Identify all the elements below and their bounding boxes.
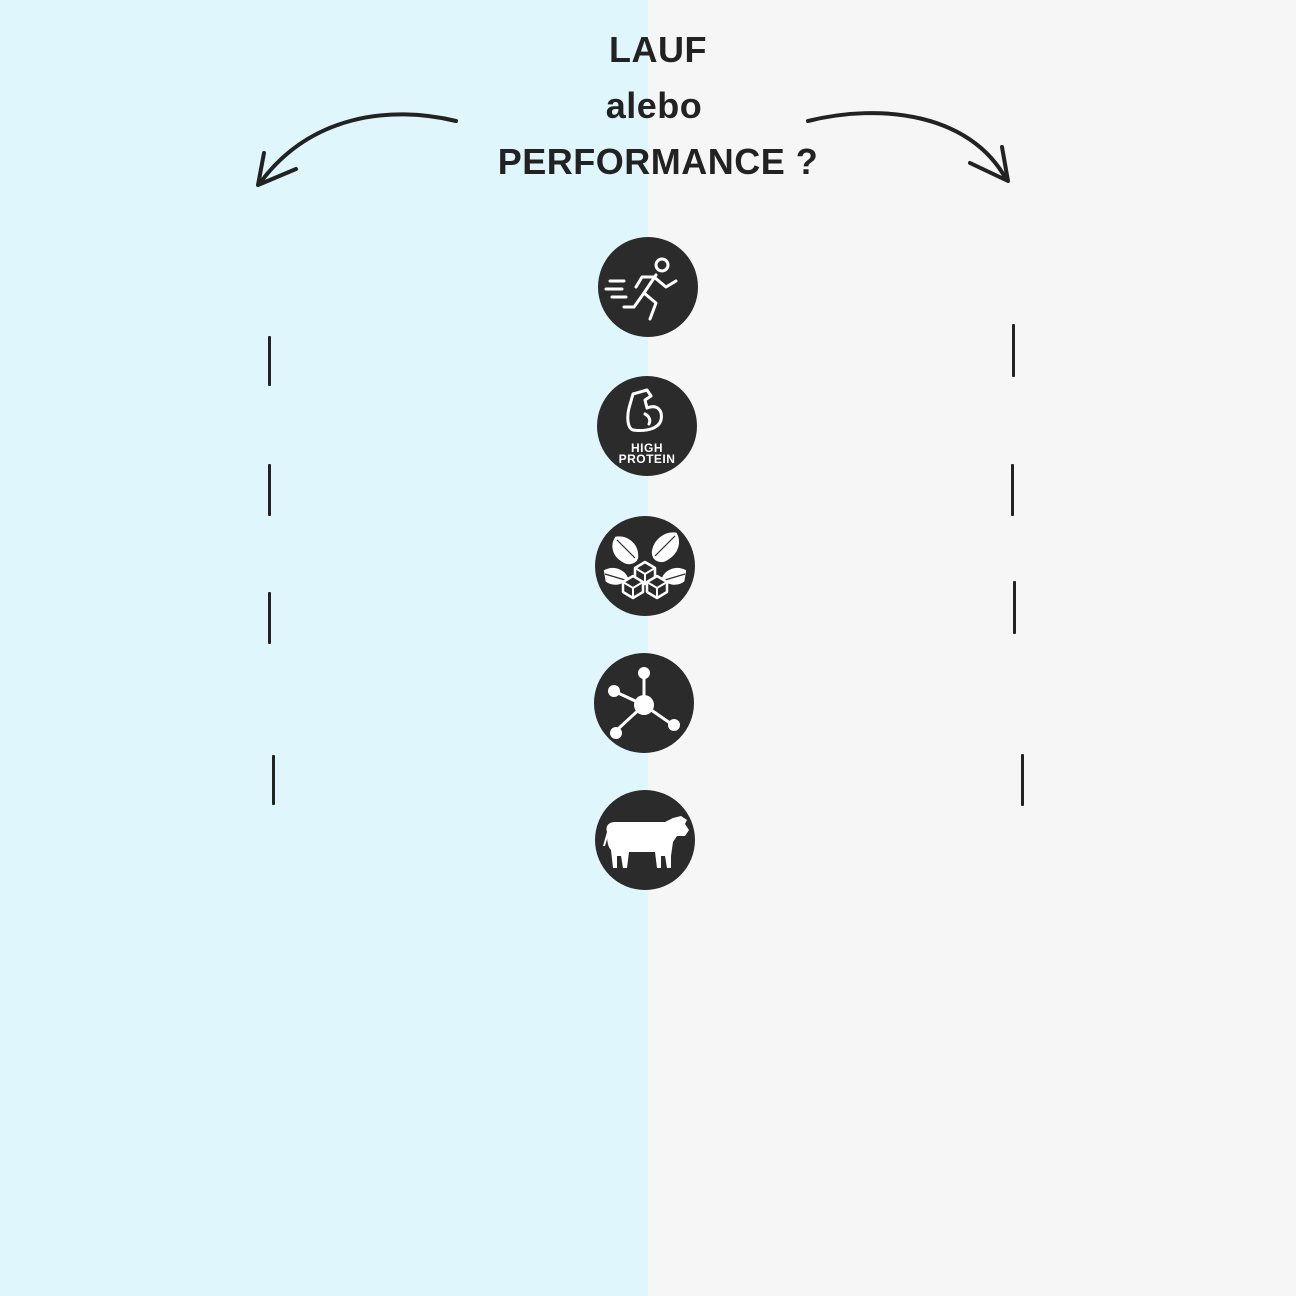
left-dash-2 [268, 464, 271, 516]
leaf-sugar-cubes-icon [595, 516, 695, 616]
right-dash-1 [1012, 324, 1015, 377]
right-panel [648, 0, 1296, 1296]
left-dash-1 [268, 336, 271, 386]
left-panel [0, 0, 648, 1296]
running-person-icon [598, 237, 698, 337]
right-dash-4 [1021, 754, 1024, 806]
heading-alebo: alebo [605, 85, 703, 126]
heading-lauf: LAUF [609, 29, 707, 70]
heading-performance: PERFORMANCE ? [497, 141, 819, 182]
cow-icon [595, 790, 695, 890]
high-protein-icon: HIGH PROTEIN [597, 376, 697, 476]
right-arrow-icon [806, 111, 1010, 183]
molecule-icon [594, 653, 694, 753]
left-dash-4 [272, 755, 275, 805]
protein-label: PROTEIN [618, 452, 676, 466]
left-dash-3 [268, 592, 271, 644]
right-dash-2 [1011, 464, 1014, 516]
left-arrow-icon [256, 112, 458, 187]
right-dash-3 [1013, 581, 1016, 634]
high-label: HIGH [631, 441, 663, 455]
